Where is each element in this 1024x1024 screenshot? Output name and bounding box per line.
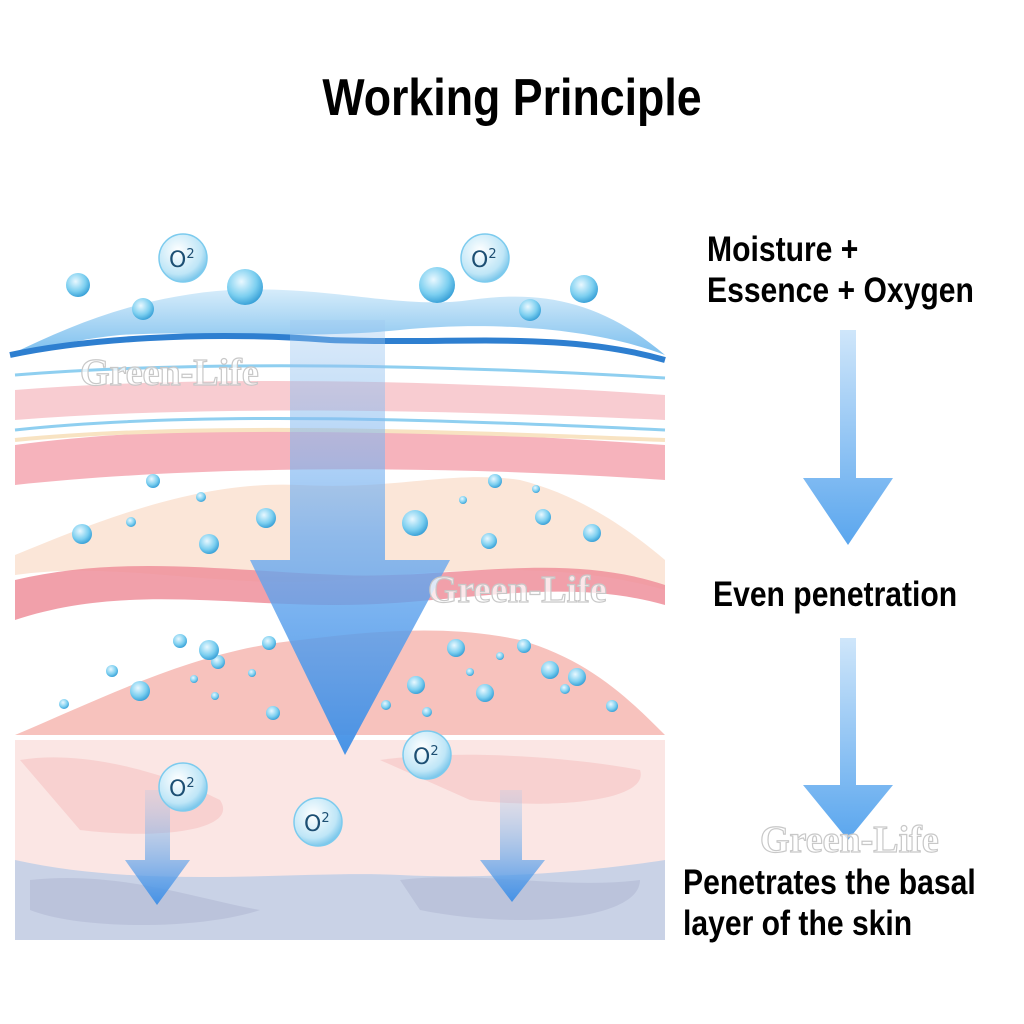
oxygen-bubble: O2 <box>158 762 208 812</box>
moisture-bubble <box>190 675 198 683</box>
oxygen-bubble: O2 <box>158 233 208 283</box>
moisture-bubble <box>256 508 276 528</box>
oxygen-bubble: O2 <box>460 233 510 283</box>
moisture-bubbles <box>59 267 618 720</box>
step-1-line-2: Essence + Oxygen <box>707 271 974 310</box>
moisture-bubble <box>262 636 276 650</box>
moisture-bubble <box>199 534 219 554</box>
step-arrow-2 <box>803 638 893 840</box>
moisture-bubble <box>560 684 570 694</box>
moisture-bubble <box>173 634 187 648</box>
step-3-line-1: Penetrates the basal <box>683 863 976 902</box>
step-arrow-1 <box>803 330 893 545</box>
moisture-bubble <box>496 652 504 660</box>
moisture-bubble <box>535 509 551 525</box>
step-3-label: Penetrates the basal layer of the skin <box>683 862 976 944</box>
moisture-bubble <box>476 684 494 702</box>
step-2-line-1: Even penetration <box>713 575 958 614</box>
watermark: Green-Life <box>760 819 939 861</box>
moisture-bubble <box>266 706 280 720</box>
moisture-bubble <box>570 275 598 303</box>
oxygen-bubble: O2 <box>293 797 343 847</box>
dermis-patch <box>20 757 224 834</box>
watermark: Green-Life <box>428 569 607 611</box>
moisture-bubble <box>422 707 432 717</box>
step-1-label: Moisture + Essence + Oxygen <box>707 229 974 311</box>
moisture-bubble <box>519 299 541 321</box>
step-3-line-2: layer of the skin <box>683 904 913 943</box>
moisture-bubble <box>488 474 502 488</box>
moisture-bubble <box>248 669 256 677</box>
moisture-bubble <box>606 700 618 712</box>
moisture-bubble <box>381 700 391 710</box>
step-2-label: Even penetration <box>713 574 957 615</box>
small-arrow-left <box>125 790 190 905</box>
big-penetration-arrow <box>250 320 450 755</box>
moisture-bubble <box>447 639 465 657</box>
moisture-bubble <box>568 668 586 686</box>
small-arrow-right <box>480 790 545 902</box>
moisture-bubble <box>481 533 497 549</box>
moisture-bubble <box>130 681 150 701</box>
moisture-bubble <box>466 668 474 676</box>
basal-patch <box>30 877 260 925</box>
moisture-bubble <box>146 474 160 488</box>
moisture-bubble <box>72 524 92 544</box>
moisture-bubble <box>59 699 69 709</box>
moisture-bubble <box>132 298 154 320</box>
moisture-bubble <box>106 665 118 677</box>
moisture-bubble <box>541 661 559 679</box>
moisture-bubble <box>583 524 601 542</box>
moisture-bubble <box>532 485 540 493</box>
moisture-bubble <box>211 692 219 700</box>
moisture-bubble <box>66 273 90 297</box>
watermark: Green-Life <box>80 352 259 394</box>
oxygen-bubble: O2 <box>402 730 452 780</box>
step-1-line-1: Moisture + <box>707 230 859 269</box>
moisture-bubble <box>126 517 136 527</box>
moisture-bubble <box>459 496 467 504</box>
moisture-bubble <box>517 639 531 653</box>
basal-patch <box>400 877 640 920</box>
moisture-bubble <box>419 267 455 303</box>
moisture-bubble <box>199 640 219 660</box>
page-title: Working Principle <box>322 69 702 127</box>
moisture-bubble <box>402 510 428 536</box>
moisture-bubble <box>227 269 263 305</box>
moisture-bubble <box>211 655 225 669</box>
moisture-bubble <box>407 676 425 694</box>
moisture-bubble <box>196 492 206 502</box>
